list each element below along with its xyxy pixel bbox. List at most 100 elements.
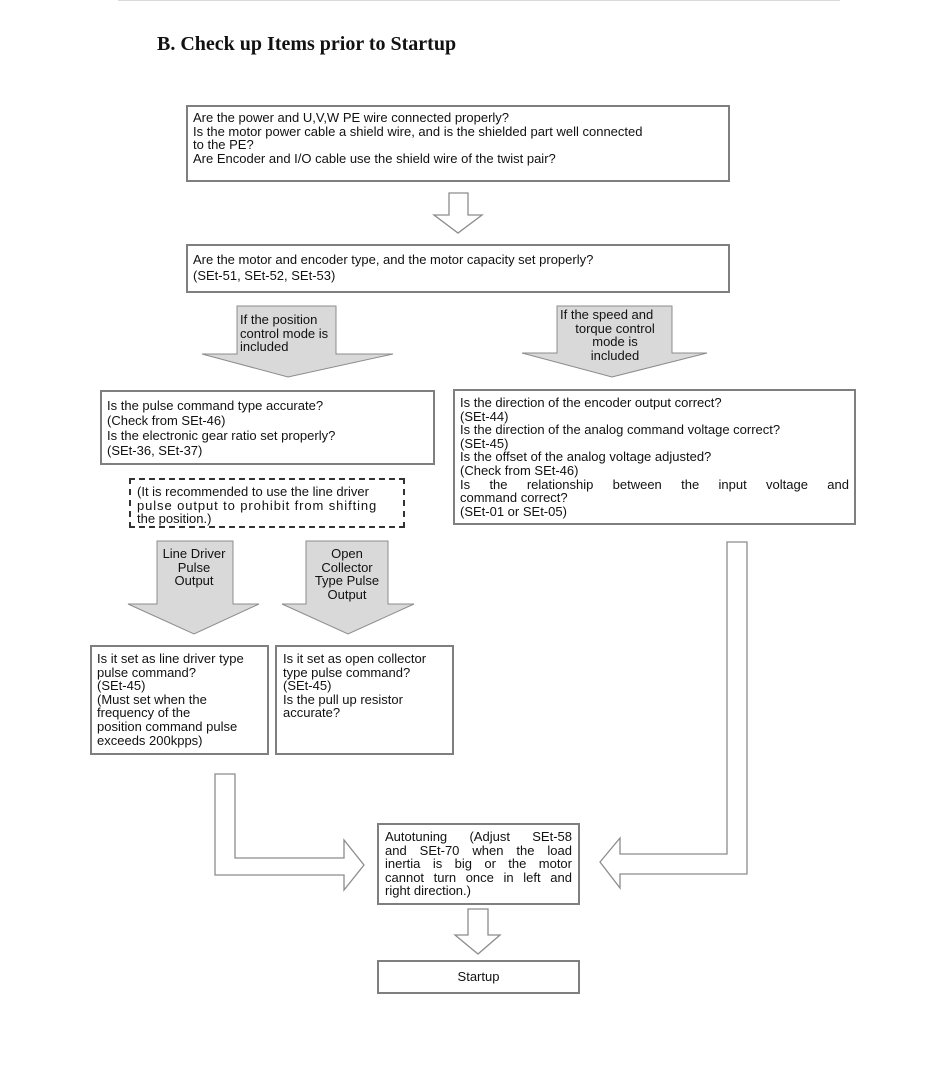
ld-line: (SEt-45) [97,678,146,694]
label-line: control mode is [240,325,329,341]
word: in [503,869,514,885]
ld-line: position command pulse [97,718,238,734]
label-line: If the speed and [560,307,654,322]
ld-line: pulse command? [97,664,196,680]
wiring-line: Are the power and U,V,W PE wire connecte… [193,110,510,125]
auto-line: inertia is big or the motor [385,857,572,871]
hollow-down-arrow-1 [432,192,484,234]
recommendation-note: (It is recommended to use the line drive… [129,478,405,528]
word: turn [433,869,457,885]
line-driver-check-box: Is it set as line driver type pulse comm… [90,645,269,755]
hollow-bent-arrow-right [599,541,748,890]
note-line: the position.) [137,511,212,527]
startup-label: Startup [457,969,500,984]
label-line: Collector [321,559,373,575]
label-line: Output [174,573,214,588]
pulse-line: Is the electronic gear ratio set properl… [107,428,336,443]
word: the [516,842,535,858]
word: SEt-70 [419,842,460,858]
word: load [547,842,572,858]
label-line: If the position [240,312,318,327]
label-line: Output [327,586,367,602]
note-line-text: pulse output to prohibit from shifting [137,497,378,513]
speed-torque-mode-label: If the speed and torque control mode is … [557,308,673,362]
wiring-line: Are Encoder and I/O cable use the shield… [193,150,556,166]
startup-box: Startup [377,960,580,994]
motor-type-line: Are the motor and encoder type, and the … [193,252,594,267]
label-line: torque control [575,320,655,336]
label-line: Pulse [177,559,211,575]
st-line: Is the direction of the encoder output c… [460,395,722,410]
oc-line: type pulse command? [283,664,411,680]
hollow-bent-arrow-left [214,773,365,892]
grey-arrow-position-mode [201,305,394,378]
oc-line: (SEt-45) [283,678,332,694]
word: when [472,842,504,858]
st-line: command correct? [460,490,568,506]
open-collector-check-box: Is it set as open collector type pulse c… [275,645,454,755]
wiring-check-box: Are the power and U,V,W PE wire connecte… [186,105,730,182]
label-line: included [590,347,640,363]
ld-line: Is it set as line driver type [97,651,244,666]
st-line: (Check from SEt-46) [460,462,579,478]
line-driver-output-label: Line Driver Pulse Output [152,547,236,588]
position-mode-label: If the position control mode is included [240,313,328,354]
speed-torque-check-box: Is the direction of the encoder output c… [453,389,856,525]
oc-line: Is it set as open collector [283,651,427,666]
grey-arrow-line-driver [127,540,260,635]
word: the [508,856,527,872]
wiring-line: Is the motor power cable a shield wire, … [193,123,643,139]
motor-type-box: Are the motor and encoder type, and the … [186,244,730,293]
word: relationship [526,476,594,492]
auto-line: right direction.) [385,883,471,899]
st-line: (SEt-44) [460,408,509,424]
st-line: (SEt-45) [460,435,509,451]
grey-arrow-speed-torque-mode [521,305,708,378]
st-line: Is the direction of the analog command v… [460,422,781,438]
pulse-line: (Check from SEt-46) [107,413,226,428]
pulse-line: (SEt-36, SEt-37) [107,443,203,458]
grey-arrow-open-collector [281,540,415,635]
word: or [484,856,496,872]
word: between [612,476,662,492]
word: input [718,476,747,492]
word: and [550,869,572,885]
note-line: (It is recommended to use the line drive… [137,484,369,499]
auto-line: Autotuning (Adjust SEt-58 [385,830,572,844]
word: and [827,476,849,492]
autotuning-box: Autotuning (Adjust SEt-58 and SEt-70 whe… [377,823,580,905]
st-line: Is the offset of the analog voltage adju… [460,449,712,465]
word: the [489,476,508,492]
label-line: mode is [592,334,638,349]
pulse-line: Is the pulse command type accurate? [107,398,324,413]
ld-line: frequency of the [97,705,191,721]
label-line: Type Pulse [314,573,380,588]
word: Is [460,476,471,492]
st-line: (SEt-01 or SEt-05) [460,503,567,519]
word: big [454,856,472,872]
auto-line: cannot turn once in left and [385,871,572,885]
open-collector-output-label: Open Collector Type Pulse Output [306,547,388,601]
label-line: Line Driver [162,546,226,561]
label-line: Open [331,546,363,561]
top-rule [118,0,840,1]
word: cannot [385,869,425,885]
word: inertia [385,856,421,872]
wiring-line: to the PE? [193,137,254,153]
auto-line: and SEt-70 when the load [385,842,572,858]
word: motor [538,856,572,872]
word: and [385,842,407,858]
hollow-down-arrow-2 [453,908,502,955]
note-line: pulse output to prohibit from shifting [137,497,397,513]
word: left [523,869,541,885]
word: voltage [766,476,808,492]
word: is [432,856,443,872]
word: (Adjust [469,829,510,844]
word: once [465,869,494,885]
oc-line: accurate? [283,705,341,721]
word: Autotuning [385,829,448,844]
section-title: B. Check up Items prior to Startup [157,33,457,55]
ld-line: (Must set when the [97,691,207,707]
oc-line: Is the pull up resistor [283,691,403,707]
